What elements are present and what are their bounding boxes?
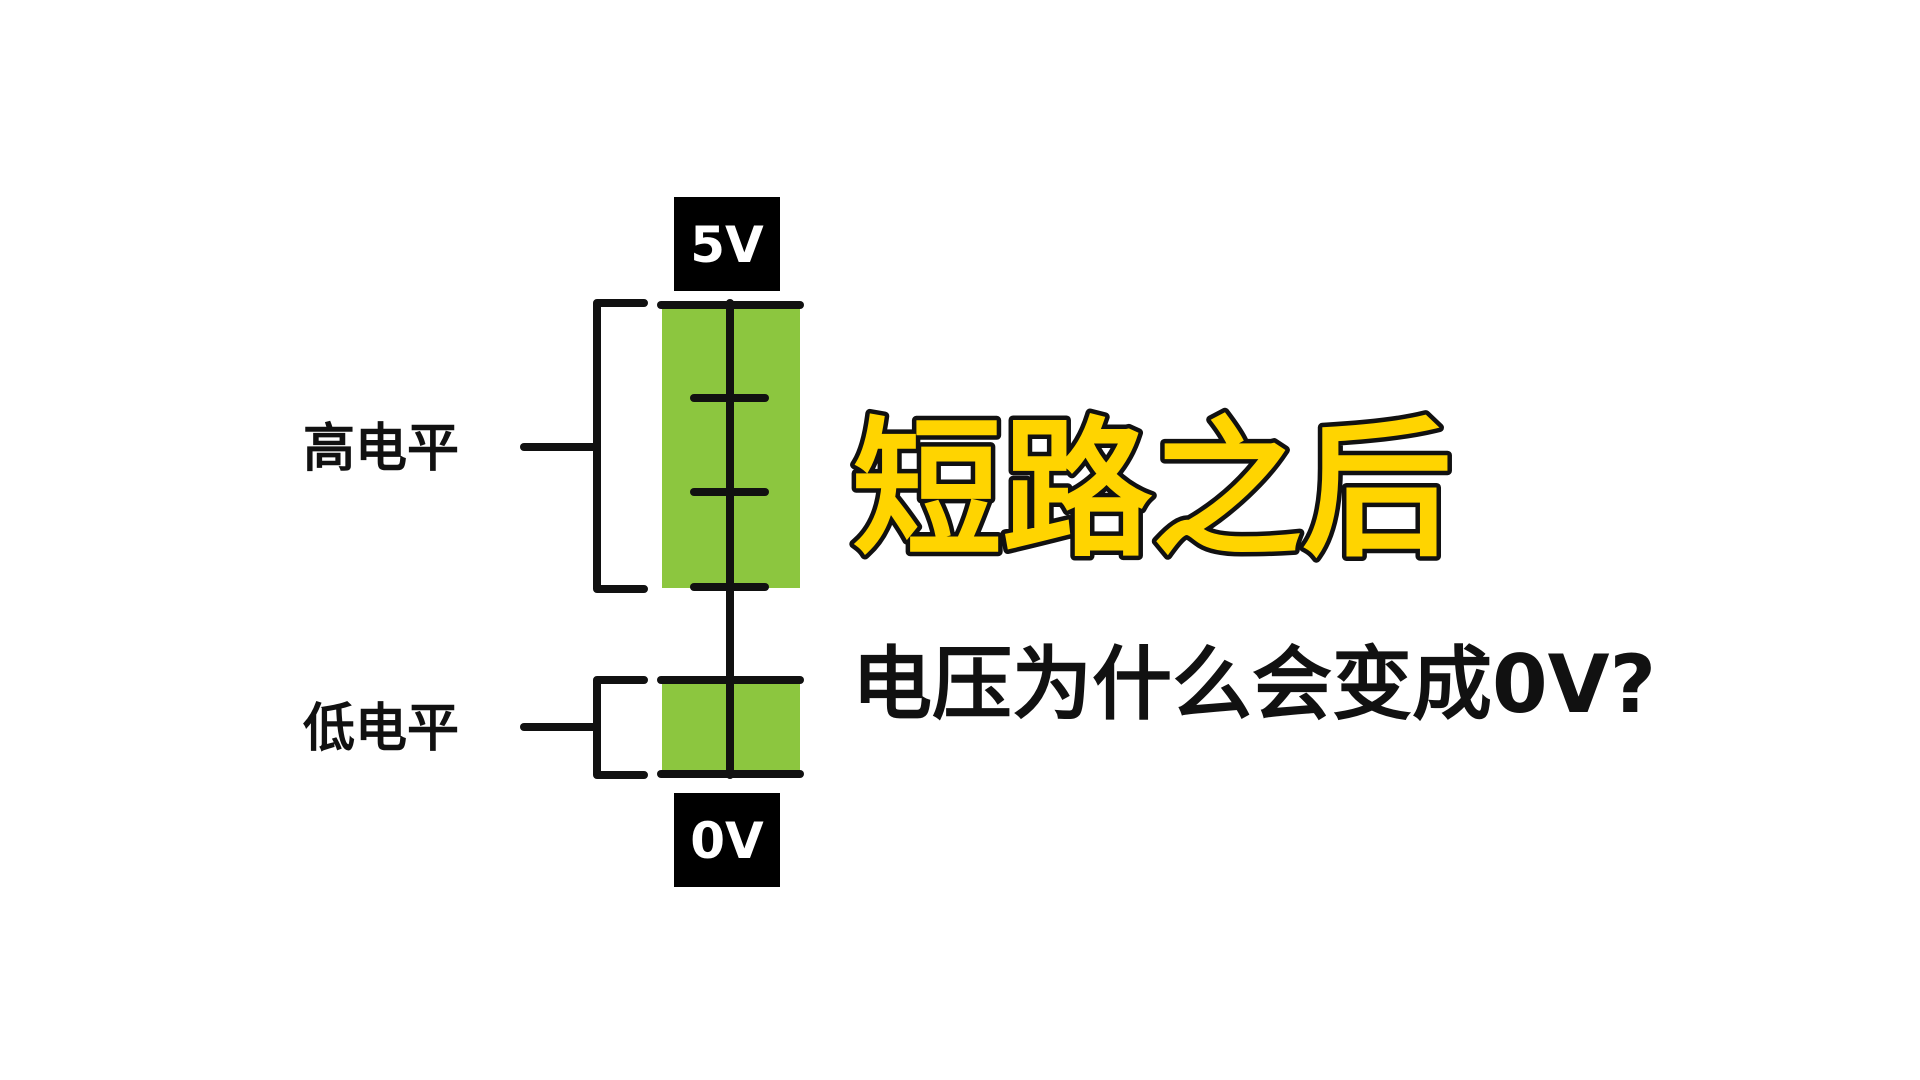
high-level-bracket — [520, 299, 648, 593]
low-level-label: 低电平 — [303, 699, 459, 759]
top-voltage-badge-bg — [674, 197, 780, 291]
subtitle: 电压为什么会变成0V? — [852, 638, 1656, 731]
top-voltage-badge: 5V — [674, 197, 780, 291]
main-title: 短路之后 — [852, 404, 1452, 578]
bottom-voltage-badge-bg — [674, 793, 780, 887]
low-level-bracket — [520, 676, 648, 779]
high-level-label: 高电平 — [303, 419, 459, 479]
low-level-bracket-shape — [593, 676, 648, 779]
bottom-voltage-badge: 0V — [674, 793, 780, 887]
top-voltage-label: 5V — [690, 216, 764, 274]
high-level-bracket-shape — [593, 299, 648, 593]
voltage-scale — [657, 299, 804, 779]
bottom-voltage-label: 0V — [690, 812, 764, 870]
